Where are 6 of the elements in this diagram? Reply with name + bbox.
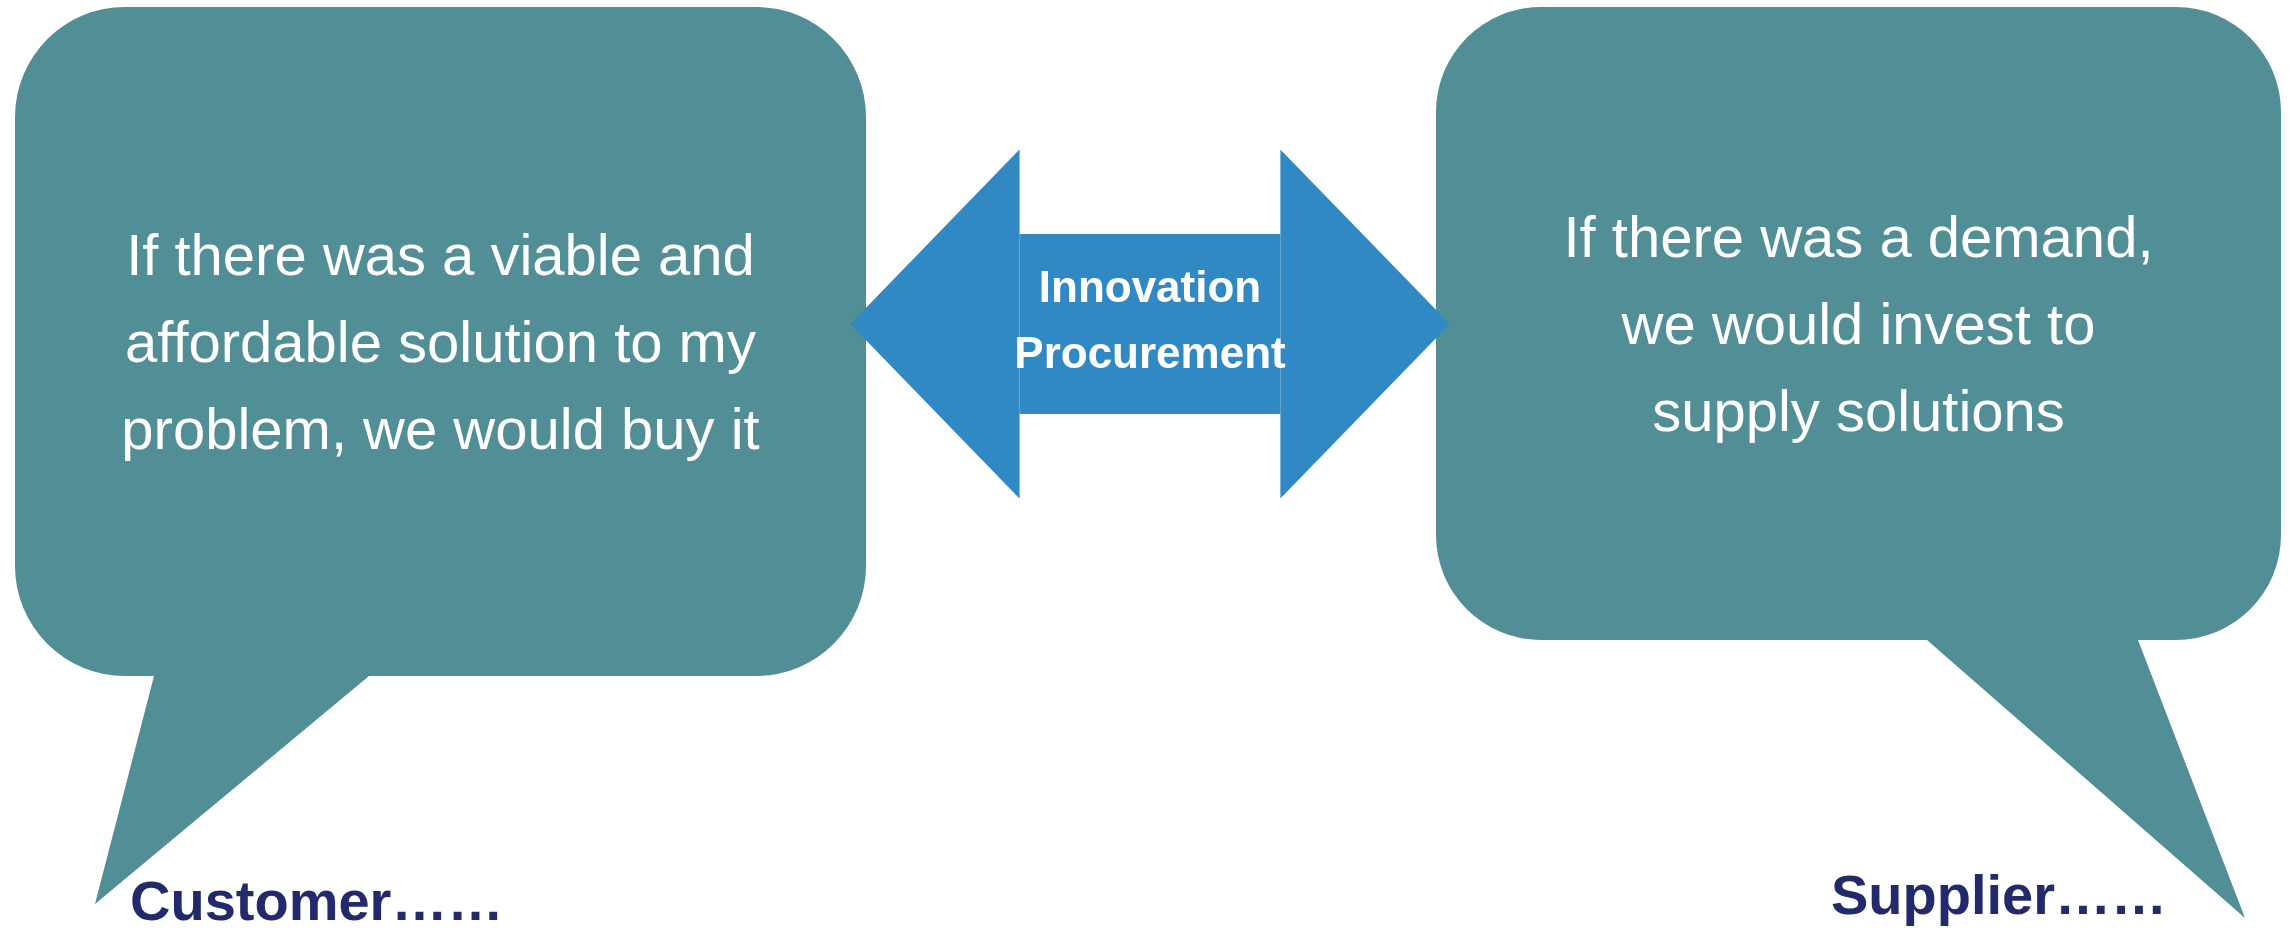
speaker-label: Customer…… bbox=[130, 868, 504, 933]
bubble-text: If there was a demand, we would invest to supply solutions bbox=[1562, 203, 2155, 445]
double-arrow bbox=[850, 149, 1450, 499]
speaker-label: Supplier…… bbox=[1831, 862, 2168, 927]
bubble-text: If there was a viable and affordable solution to my problem, we would buy it bbox=[120, 221, 761, 463]
edge-label: Innovation Procurement bbox=[1013, 261, 1287, 379]
